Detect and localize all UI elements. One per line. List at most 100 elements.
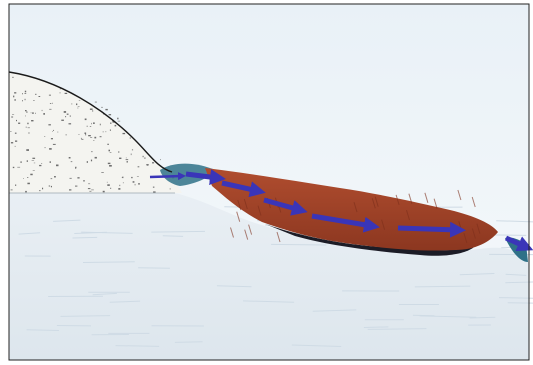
debris-speck xyxy=(11,117,13,118)
debris-speck xyxy=(51,178,53,179)
debris-speck xyxy=(101,107,102,108)
debris-speck xyxy=(71,161,73,162)
debris-speck xyxy=(27,183,30,185)
debris-speck xyxy=(15,133,17,134)
debris-speck xyxy=(126,159,129,160)
debris-speck xyxy=(25,99,26,100)
debris-speck xyxy=(147,165,148,166)
debris-speck xyxy=(58,132,59,133)
debris-speck xyxy=(101,172,104,173)
debris-speck xyxy=(65,93,68,94)
bedrock-stroke xyxy=(175,342,203,343)
debris-speck xyxy=(51,186,52,187)
debris-speck xyxy=(33,100,35,101)
debris-speck xyxy=(69,123,72,124)
debris-speck xyxy=(35,113,36,114)
debris-speck xyxy=(52,103,53,104)
debris-speck xyxy=(75,186,77,187)
debris-speck xyxy=(107,184,110,186)
debris-speck xyxy=(138,166,140,167)
debris-speck xyxy=(90,126,91,127)
debris-speck xyxy=(11,142,13,143)
debris-speck xyxy=(123,133,126,134)
flow-arrow-icon xyxy=(150,176,182,177)
debris-speck xyxy=(13,96,14,98)
debris-speck xyxy=(52,131,53,132)
debris-speck xyxy=(27,160,28,162)
debris-speck xyxy=(15,99,16,101)
debris-speck xyxy=(77,177,79,178)
debris-speck xyxy=(51,138,53,139)
debris-speck xyxy=(110,188,111,189)
debris-speck xyxy=(133,181,135,183)
debris-speck xyxy=(35,94,36,95)
debris-speck xyxy=(39,96,41,97)
debris-speck xyxy=(85,134,86,136)
debris-speck xyxy=(87,161,88,163)
debris-speck xyxy=(170,188,171,189)
debris-speck xyxy=(118,121,121,122)
debris-speck xyxy=(78,134,79,135)
debris-speck xyxy=(42,188,43,190)
debris-speck xyxy=(32,112,34,113)
debris-speck xyxy=(138,183,140,185)
debris-speck xyxy=(54,176,56,178)
debris-speck xyxy=(67,114,69,115)
debris-speck xyxy=(34,163,35,164)
debris-speck xyxy=(90,109,93,110)
debris-speck xyxy=(25,191,27,193)
debris-speck xyxy=(28,128,30,129)
debris-speck xyxy=(119,185,120,186)
debris-speck xyxy=(131,177,132,178)
debris-speck xyxy=(132,149,133,150)
debris-speck xyxy=(26,112,27,113)
bedrock-stroke xyxy=(271,244,326,245)
debris-speck xyxy=(119,158,121,159)
debris-speck xyxy=(91,160,92,162)
debris-speck xyxy=(108,163,111,164)
debris-speck xyxy=(49,109,51,110)
debris-speck xyxy=(18,123,20,124)
flow-arrow-icon xyxy=(398,228,458,230)
debris-speck xyxy=(17,167,20,168)
debris-speck xyxy=(103,191,105,193)
debris-speck xyxy=(60,89,61,90)
debris-speck xyxy=(69,189,71,190)
debris-speck xyxy=(65,116,66,117)
debris-speck xyxy=(41,163,42,164)
debris-speck xyxy=(122,177,123,178)
debris-speck xyxy=(15,146,16,147)
debris-speck xyxy=(15,141,17,142)
debris-speck xyxy=(12,77,13,78)
debris-speck xyxy=(109,165,112,167)
debris-speck xyxy=(89,191,91,192)
debris-speck xyxy=(26,127,27,128)
bedrock-stroke xyxy=(151,231,205,232)
debris-speck xyxy=(15,185,16,186)
debris-speck xyxy=(110,123,111,124)
debris-speck xyxy=(10,132,12,133)
debris-speck xyxy=(39,165,41,166)
debris-speck xyxy=(95,102,97,103)
debris-speck xyxy=(160,159,161,160)
debris-speck xyxy=(83,180,85,181)
debris-speck xyxy=(131,154,132,156)
debris-speck xyxy=(107,144,108,145)
debris-speck xyxy=(61,120,64,121)
debris-speck xyxy=(22,93,23,94)
debris-speck xyxy=(153,187,155,188)
debris-speck xyxy=(90,137,92,138)
debris-speck xyxy=(92,110,93,111)
debris-speck xyxy=(78,106,80,107)
debris-speck xyxy=(56,165,59,167)
debris-speck xyxy=(49,95,51,96)
debris-speck xyxy=(109,114,112,115)
debris-speck xyxy=(135,184,136,186)
bedrock-stroke xyxy=(413,315,435,316)
debris-speck xyxy=(27,123,28,125)
debris-speck xyxy=(75,167,77,168)
debris-speck xyxy=(144,158,145,159)
debris-speck xyxy=(30,174,32,176)
